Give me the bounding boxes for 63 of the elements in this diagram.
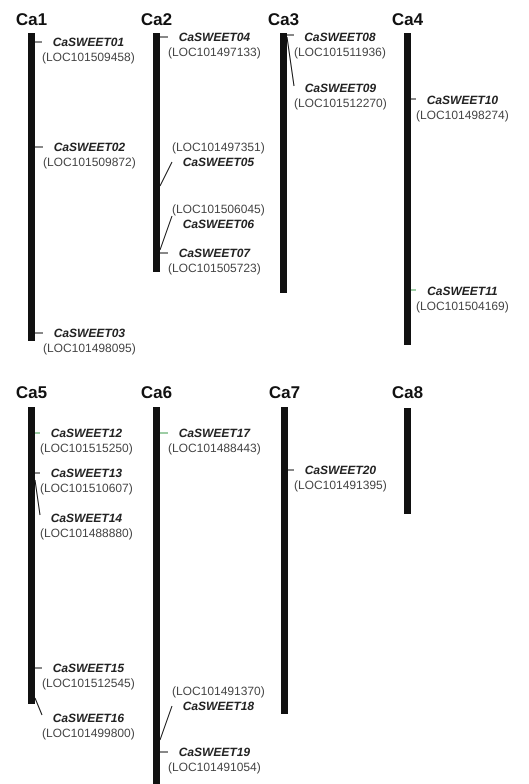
gene-name: CaSWEET02 <box>52 140 126 155</box>
locus-id: (LOC101488880) <box>40 526 133 541</box>
gene-name: CaSWEET09 <box>304 81 378 96</box>
gene-name: CaSWEET18 <box>182 699 256 714</box>
gene-name: CaSWEET07 <box>178 246 252 261</box>
gene-name: CaSWEET11 <box>426 284 499 299</box>
leader-line <box>34 432 40 434</box>
chromosome-label: Ca8 <box>390 383 424 403</box>
leader-line <box>160 432 168 434</box>
locus-id: (LOC101491370) <box>172 684 265 699</box>
gene-name: CaSWEET05 <box>182 155 256 170</box>
chromosome-label: Ca3 <box>266 10 300 30</box>
leader-line <box>286 36 294 86</box>
gene-name: CaSWEET12 <box>50 426 124 441</box>
leader-line <box>34 698 42 716</box>
locus-id: (LOC101505723) <box>168 261 261 276</box>
locus-id: (LOC101497133) <box>168 45 261 60</box>
gene-name: CaSWEET06 <box>182 217 256 232</box>
gene-name: CaSWEET15 <box>52 661 126 676</box>
leader-line <box>160 162 172 186</box>
gene-name: CaSWEET03 <box>52 326 126 341</box>
leader-line <box>34 472 40 474</box>
locus-id: (LOC101512545) <box>42 676 135 691</box>
gene-name: CaSWEET01 <box>52 35 126 50</box>
gene-name: CaSWEET17 <box>178 426 252 441</box>
gene-name: CaSWEET04 <box>178 30 252 45</box>
gene-name: CaSWEET16 <box>52 711 126 726</box>
leader-line <box>160 36 168 38</box>
locus-id: (LOC101499800) <box>42 726 135 741</box>
locus-id: (LOC101491054) <box>168 760 261 775</box>
locus-id: (LOC101488443) <box>168 441 261 456</box>
locus-id: (LOC101515250) <box>40 441 133 456</box>
leader-line <box>160 252 168 254</box>
leader-line <box>410 98 416 100</box>
chromosome-label: Ca6 <box>140 383 174 403</box>
locus-id: (LOC101498095) <box>43 341 136 356</box>
gene-name: CaSWEET13 <box>50 466 124 481</box>
leader-line <box>34 332 44 334</box>
locus-id: (LOC101497351) <box>172 140 265 155</box>
chromosome-label: Ca1 <box>14 10 48 30</box>
chromosome-label: Ca4 <box>390 10 424 30</box>
locus-id: (LOC101509458) <box>42 50 135 65</box>
locus-id: (LOC101491395) <box>294 478 387 493</box>
gene-name: CaSWEET20 <box>304 463 378 478</box>
chromosome-label: Ca7 <box>268 383 302 403</box>
leader-line <box>160 706 172 740</box>
gene-name: CaSWEET08 <box>303 30 377 45</box>
chromosome-label: Ca5 <box>14 383 48 403</box>
locus-id: (LOC101510607) <box>40 481 133 496</box>
leader-line <box>286 34 294 36</box>
gene-name: CaSWEET10 <box>426 93 500 108</box>
locus-id: (LOC101504169) <box>416 299 509 314</box>
leader-line <box>34 480 40 516</box>
locus-id: (LOC101509872) <box>43 155 136 170</box>
locus-id: (LOC101511936) <box>294 45 386 60</box>
leader-line <box>160 216 172 250</box>
chromosome-label: Ca2 <box>140 10 174 30</box>
gene-name: CaSWEET14 <box>50 511 124 526</box>
gene-name: CaSWEET19 <box>178 745 252 760</box>
locus-id: (LOC101498274) <box>416 108 509 123</box>
locus-id: (LOC101512270) <box>294 96 387 111</box>
locus-id: (LOC101506045) <box>172 202 265 217</box>
leader-line <box>34 146 44 148</box>
